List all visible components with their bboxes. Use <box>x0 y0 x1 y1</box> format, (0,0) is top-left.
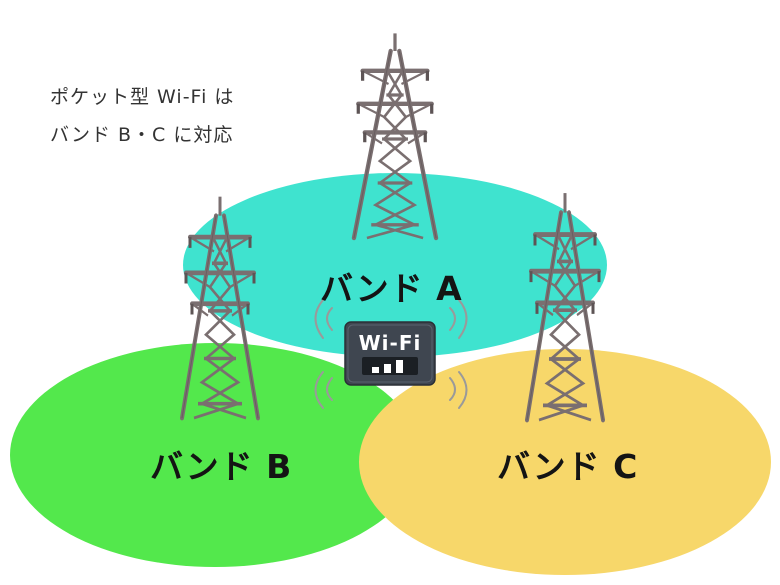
wifi-router-icon: Wi-Fi <box>344 321 436 386</box>
signal-bar-2 <box>384 364 391 373</box>
router-label: Wi-Fi <box>359 331 422 355</box>
signal-waves-icon <box>314 299 468 409</box>
signal-bar-3 <box>396 360 403 373</box>
caption-line-1: ポケット型 Wi-Fi は <box>50 86 235 108</box>
caption-line-2: バンド B・C に対応 <box>50 124 234 146</box>
band-b-label: バンド B <box>150 447 293 486</box>
band-a-coverage <box>183 173 607 357</box>
band-c-label: バンド C <box>497 447 639 486</box>
signal-bar-1 <box>372 367 379 373</box>
band-a-label: バンド A <box>320 269 463 308</box>
